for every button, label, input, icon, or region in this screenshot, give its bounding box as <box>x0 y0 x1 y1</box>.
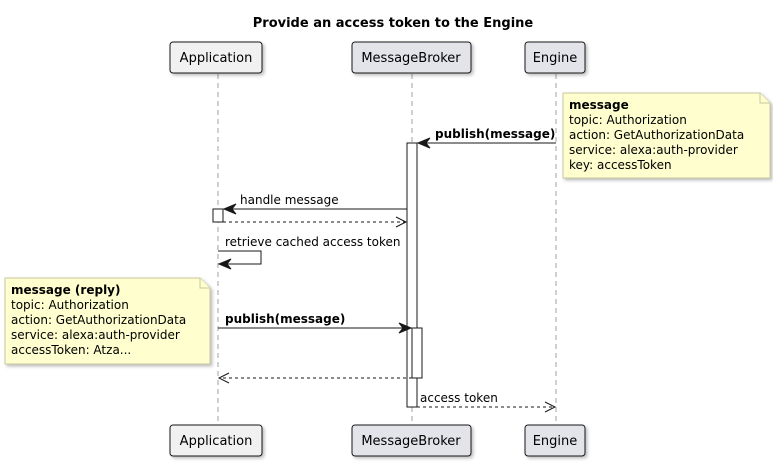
note-line: service: alexa:auth-provider <box>569 143 738 157</box>
note-line: key: accessToken <box>569 158 672 172</box>
activation-messagebroker-nested <box>411 327 423 379</box>
note-line: topic: Authorization <box>11 298 129 312</box>
message-label: publish(message) <box>225 312 345 326</box>
note-heading: message <box>569 98 629 112</box>
message-label: retrieve cached access token <box>225 235 400 249</box>
participant-label: Application <box>180 51 253 66</box>
message-label: publish(message) <box>435 127 555 141</box>
return-application-to-broker <box>223 216 408 228</box>
message-label: handle message <box>240 193 339 207</box>
message-application-to-broker-publish: publish(message) <box>218 312 413 334</box>
participant-application-bottom: Application <box>169 424 263 457</box>
message-label: access token <box>420 391 498 405</box>
note-reply: message (reply) topic: Authorization act… <box>4 277 211 365</box>
participant-application-top: Application <box>169 41 263 74</box>
return-broker-to-application <box>217 372 412 384</box>
note-line: service: alexa:auth-provider <box>11 328 180 342</box>
diagram-title: Provide an access token to the Engine <box>253 16 534 31</box>
message-engine-to-broker-publish: publish(message) <box>416 127 556 149</box>
participant-label: Engine <box>533 51 578 66</box>
note-line: action: GetAuthorizationData <box>11 313 186 327</box>
participant-engine-top: Engine <box>524 41 586 74</box>
note-line: accessToken: Atza... <box>11 343 131 357</box>
participant-messagebroker-top: MessageBroker <box>351 41 472 74</box>
message-application-self-retrieve: retrieve cached access token <box>217 235 400 270</box>
participant-label: MessageBroker <box>361 51 461 66</box>
participant-engine-bottom: Engine <box>524 424 586 457</box>
activation-messagebroker <box>406 142 418 408</box>
note-request: message topic: Authorization action: Get… <box>562 92 771 179</box>
message-broker-to-application-handle: handle message <box>222 193 407 215</box>
participant-label: Application <box>180 434 253 449</box>
participant-label: MessageBroker <box>361 434 461 449</box>
participant-label: Engine <box>533 434 578 449</box>
note-line: topic: Authorization <box>569 113 687 127</box>
message-broker-to-engine-access-token: access token <box>417 391 557 413</box>
activation-application <box>212 208 224 223</box>
note-heading: message (reply) <box>11 283 120 297</box>
participant-messagebroker-bottom: MessageBroker <box>351 424 472 457</box>
note-line: action: GetAuthorizationData <box>569 128 744 142</box>
